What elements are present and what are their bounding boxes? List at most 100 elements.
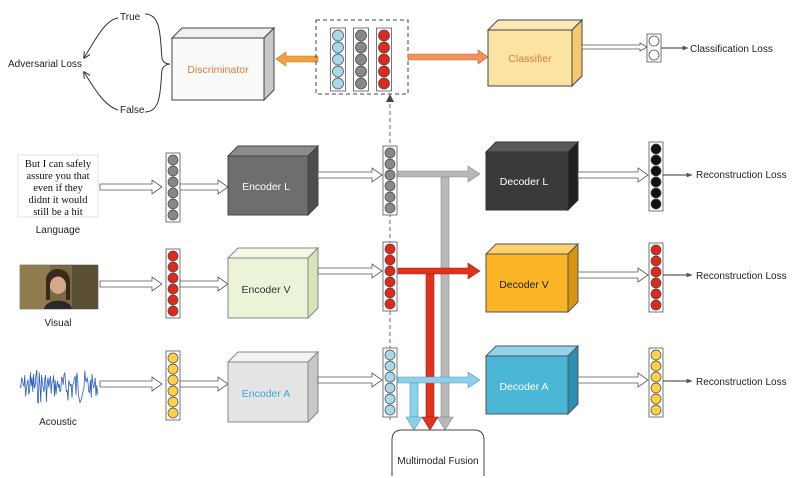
- shared-representation-vectors: [330, 27, 392, 92]
- hidden-vector-acoustic-node: [384, 371, 396, 383]
- input-vector-visual-node: [167, 294, 179, 306]
- input-vector-acoustic: [165, 350, 181, 421]
- visual-flow: [397, 262, 481, 431]
- output-vector-visual-node: [650, 255, 662, 267]
- input-vector-language-node: [167, 165, 179, 177]
- reconstruction-losses: Reconstruction Loss Reconstruction Loss …: [663, 170, 787, 388]
- hidden-vector-language-node: [384, 191, 396, 203]
- dashed-up-arrowhead: [386, 94, 394, 102]
- hidden-vector-visual-node: [384, 287, 396, 299]
- quote-line-4: didnt it would: [29, 195, 89, 206]
- input-vector-visual-node: [167, 305, 179, 317]
- visual-input: Visual: [19, 264, 99, 329]
- false-label: False: [120, 105, 145, 116]
- input-arrows: [99, 179, 163, 392]
- hidden-vector-language-node: [384, 180, 396, 192]
- true-label: True: [120, 12, 141, 23]
- output-vector-language-node: [650, 198, 662, 210]
- input-vector-acoustic-node: [167, 407, 179, 419]
- input-vectors: [165, 152, 181, 421]
- reconstruction-loss-a-label: Reconstruction Loss: [696, 377, 787, 388]
- input-vector-language-node: [167, 187, 179, 199]
- encoder-to-hidden-arrows: [317, 167, 383, 388]
- visual-caption: Visual: [44, 318, 71, 329]
- input-vector-visual: [165, 248, 181, 319]
- discriminator-label: Discriminator: [187, 64, 249, 76]
- hidden-vector-visual-node: [384, 243, 396, 255]
- output-vector-visual-node: [650, 288, 662, 300]
- hidden-vector-visual-node: [384, 298, 396, 310]
- encoder-l-box: Encoder L: [226, 144, 320, 217]
- decoder-l-label: Decoder L: [500, 176, 549, 188]
- shared-vector-visual-node: [378, 65, 390, 78]
- input-vector-acoustic-node: [167, 396, 179, 408]
- output-vector-acoustic-node: [650, 349, 662, 361]
- decoder-a-box: Decoder A: [484, 344, 580, 416]
- quote-line-2: assure you that: [27, 171, 90, 182]
- hidden-vectors: [382, 145, 398, 418]
- acoustic-caption: Acoustic: [39, 417, 77, 428]
- encoder-v-box: Encoder V: [226, 246, 320, 320]
- classifier-output: Classification Loss: [581, 33, 773, 63]
- waveform-icon: [19, 369, 98, 405]
- adversarial-loss-label: Adversarial Loss: [8, 59, 82, 70]
- decoder-v-box: Decoder V: [484, 242, 580, 314]
- true-arrow: [84, 17, 119, 58]
- input-vector-acoustic-node: [167, 363, 179, 375]
- output-vector-visual-node: [650, 299, 662, 311]
- hidden-vector-acoustic: [382, 347, 398, 418]
- shared-vector-acoustic-node: [332, 53, 344, 66]
- shared-vector-language-node: [355, 41, 367, 54]
- hidden-vector-language: [382, 145, 398, 216]
- encoder-a-box: Encoder A: [226, 350, 320, 424]
- language-caption: Language: [36, 225, 81, 236]
- hidden-vector-language-node: [384, 169, 396, 181]
- brace: [144, 13, 171, 113]
- decoder-output-arrows: [577, 167, 649, 388]
- output-vector-acoustic-node: [650, 360, 662, 372]
- multimodal-fusion-label: Multimodal Fusion: [397, 456, 478, 467]
- decoder-l-box: Decoder L: [484, 140, 580, 212]
- input-vector-language: [165, 152, 181, 223]
- hidden-vector-visual-node: [384, 265, 396, 277]
- output-vector-acoustic-node: [650, 371, 662, 383]
- shared-vector-language-node: [355, 53, 367, 66]
- language-flow: [397, 165, 481, 431]
- output-vector-language: [648, 141, 664, 212]
- classification-loss-label: Classification Loss: [690, 44, 773, 55]
- hidden-vector-acoustic-node: [384, 382, 396, 394]
- output-vector-acoustic: [648, 347, 664, 418]
- acoustic-flow: [397, 371, 481, 431]
- vector-to-encoder-arrows: [179, 179, 229, 392]
- hidden-vector-acoustic-node: [384, 349, 396, 361]
- quote-line-1: But I can safely: [25, 159, 92, 170]
- shared-vector-acoustic-node: [332, 41, 344, 54]
- input-vector-language-node: [167, 209, 179, 221]
- output-vector-visual-node: [650, 266, 662, 278]
- shared-vector-language-node: [355, 65, 367, 78]
- shared-vector-visual-node: [378, 53, 390, 66]
- input-vector-visual-node: [167, 250, 179, 262]
- output-vector-visual-node: [650, 277, 662, 289]
- shared-vector-language: [353, 27, 369, 92]
- input-vector-visual-node: [167, 261, 179, 273]
- shared-vector-acoustic-node: [332, 65, 344, 78]
- encoder-v-label: Encoder V: [241, 284, 290, 296]
- hidden-vector-acoustic-node: [384, 404, 396, 416]
- quote-line-3: even if they: [33, 183, 83, 194]
- hidden-vector-visual-node: [384, 276, 396, 288]
- shared-vector-language-node: [355, 29, 367, 42]
- acoustic-input: Acoustic: [19, 369, 98, 428]
- discriminator-box: Discriminator: [170, 26, 276, 102]
- decoder-v-label: Decoder V: [499, 279, 549, 291]
- classifier-label: Classifier: [508, 53, 552, 65]
- shared-vector-visual: [376, 27, 392, 92]
- input-vector-visual-node: [167, 283, 179, 295]
- input-vector-language-node: [167, 198, 179, 210]
- false-arrow: [84, 72, 119, 111]
- hidden-vector-language-node: [384, 158, 396, 170]
- shared-vector-acoustic-node: [332, 29, 344, 42]
- output-vector-visual-node: [650, 244, 662, 256]
- shared-vector-visual-node: [378, 29, 390, 42]
- shared-vector-acoustic: [330, 27, 346, 92]
